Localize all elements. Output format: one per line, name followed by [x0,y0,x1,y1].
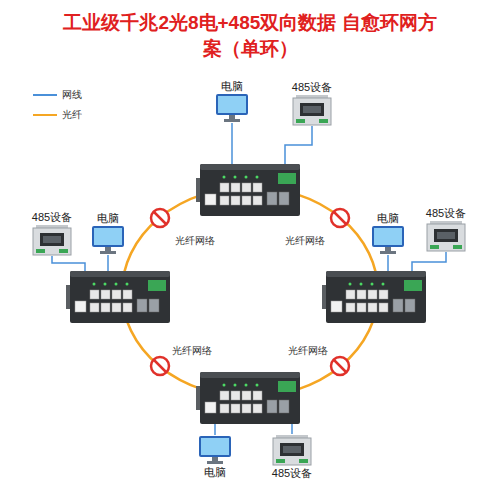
device-label: 485设备 [272,466,312,480]
break-symbols [151,209,349,375]
break-slash [154,212,166,224]
legend-line [33,114,57,116]
monitor-stand [212,457,218,461]
device-label: 电脑 [221,79,243,93]
device-body [33,228,71,255]
device-node: 485设备 [272,434,312,480]
network-cable [214,424,216,435]
monitor-screen [201,438,229,455]
device-body [273,438,311,465]
rs485-device-icon [32,224,72,256]
industrial-switch [196,372,300,424]
device-label: 485设备 [426,206,466,220]
device-window [40,233,64,246]
rs485-device-icon [426,220,466,252]
device-label: 485设备 [32,210,72,224]
device-window [434,229,458,242]
legend-row: 光纤 [32,108,82,121]
device-display [303,106,321,113]
legend-sample [32,110,58,120]
device-node: 485设备 [426,206,466,252]
device-window [280,443,304,456]
device-node: 电脑 [371,211,405,255]
device-terminal [296,119,305,123]
monitor-frame [199,436,231,457]
network-cable [387,255,389,271]
monitor-stand [105,247,111,251]
monitor-screen [374,228,402,245]
network-cable [291,424,293,434]
device-terminal [319,119,328,123]
network-cable [412,252,446,271]
cable-lines [52,123,446,435]
industrial-switch [322,271,426,323]
ring-label: 光纤网络 [284,234,326,247]
ring-label: 光纤网络 [174,234,216,247]
device-node: 电脑 [215,79,249,123]
device-display [283,446,301,453]
device-display [437,232,455,239]
monitor-base [207,461,223,464]
legend-line [33,94,57,96]
network-cable [107,255,109,271]
device-node: 电脑 [198,435,232,479]
legend-text: 网线 [62,88,82,101]
ring-label: 光纤网络 [287,344,329,357]
monitor-base [100,251,116,254]
device-terminal [59,249,68,253]
break-symbol [331,357,349,375]
break-slash [334,212,346,224]
rs485-device-icon [292,94,332,126]
legend-row: 网线 [32,88,82,101]
network-cable [285,126,312,164]
diagram-title: 工业级千兆2光8电+485双向数据 自愈环网方案（单环） [60,10,440,62]
device-terminal [36,249,45,253]
device-display [43,236,61,243]
device-terminal [276,459,285,463]
computer-icon [198,435,232,465]
device-terminal [430,245,439,249]
device-terminal [453,245,462,249]
network-cable [231,123,233,164]
device-node: 485设备 [292,80,332,126]
legend-text: 光纤 [62,108,82,121]
break-symbol [151,357,169,375]
network-cable [52,256,85,271]
rs485-device-icon [272,434,312,466]
break-symbol [331,209,349,227]
device-body [427,224,465,251]
device-node: 485设备 [32,210,72,256]
computer-icon [91,225,125,255]
monitor-frame [216,94,248,115]
device-body [293,98,331,125]
ring-label: 光纤网络 [171,344,213,357]
monitor-frame [92,226,124,247]
industrial-switch [196,164,300,216]
monitor-screen [94,228,122,245]
monitor-base [380,251,396,254]
legend-sample [32,90,58,100]
break-slash [334,360,346,372]
computer-icon [371,225,405,255]
monitor-base [224,119,240,122]
monitor-screen [218,96,246,113]
device-terminal [299,459,308,463]
device-label: 485设备 [292,80,332,94]
monitor-stand [385,247,391,251]
device-label: 电脑 [377,211,399,225]
device-node: 电脑 [91,211,125,255]
device-window [300,103,324,116]
device-label: 电脑 [97,211,119,225]
industrial-switch [66,271,170,323]
break-slash [154,360,166,372]
computer-icon [215,93,249,123]
monitor-frame [372,226,404,247]
monitor-stand [229,115,235,119]
break-symbol [151,209,169,227]
device-label: 电脑 [204,465,226,479]
